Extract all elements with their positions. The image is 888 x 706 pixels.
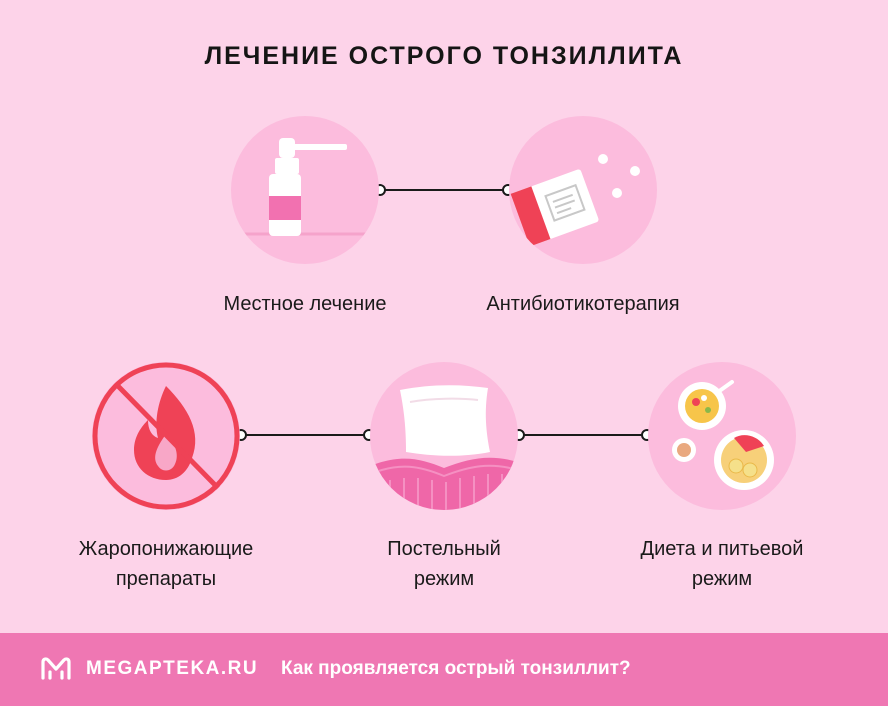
article-link[interactable]: Как проявляется острый тонзиллит? [281,658,631,679]
food-plates-icon [648,362,796,510]
brand-logo-icon [41,657,71,680]
brand-name: MEGAPTEKA.RU [86,658,259,679]
pill-box-icon [509,116,657,264]
pillow-icon [370,362,518,510]
label-antipyretics: Жаропонижающие препараты [78,538,254,590]
spray-bottle-icon [231,116,379,264]
label-local-treatment: Местное лечение [223,293,387,315]
footer-bar [0,633,888,706]
no-fire-icon [92,362,240,510]
label-bed-rest: Постельный режим [387,538,501,590]
label-diet-drinking: Диета и питьевой режим [640,538,804,590]
label-antibiotic-therapy: Антибиотикотерапия [486,293,680,315]
page-title: ЛЕЧЕНИЕ ОСТРОГО ТОНЗИЛЛИТА [204,42,684,70]
